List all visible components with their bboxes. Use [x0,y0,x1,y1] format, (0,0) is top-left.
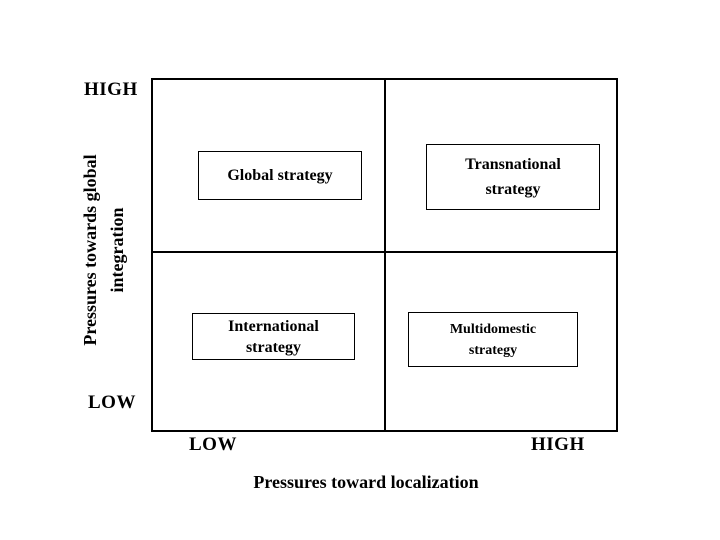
transnational-strategy-box: Transnational strategy [426,144,600,210]
y-axis-low-label: LOW [88,392,136,413]
matrix-horizontal-divider [151,251,618,253]
matrix-vertical-divider [384,78,386,432]
x-axis-high-label: HIGH [531,434,585,455]
x-axis-low-label: LOW [189,434,237,455]
x-axis-title: Pressures toward localization [253,472,479,492]
multidomestic-strategy-box: Multidomestic strategy [408,312,578,367]
global-strategy-box: Global strategy [198,151,362,200]
y-axis-high-label: HIGH [84,79,138,100]
international-strategy-box: International strategy [192,313,355,360]
y-axis-title: Pressures towards global integration [80,154,127,346]
